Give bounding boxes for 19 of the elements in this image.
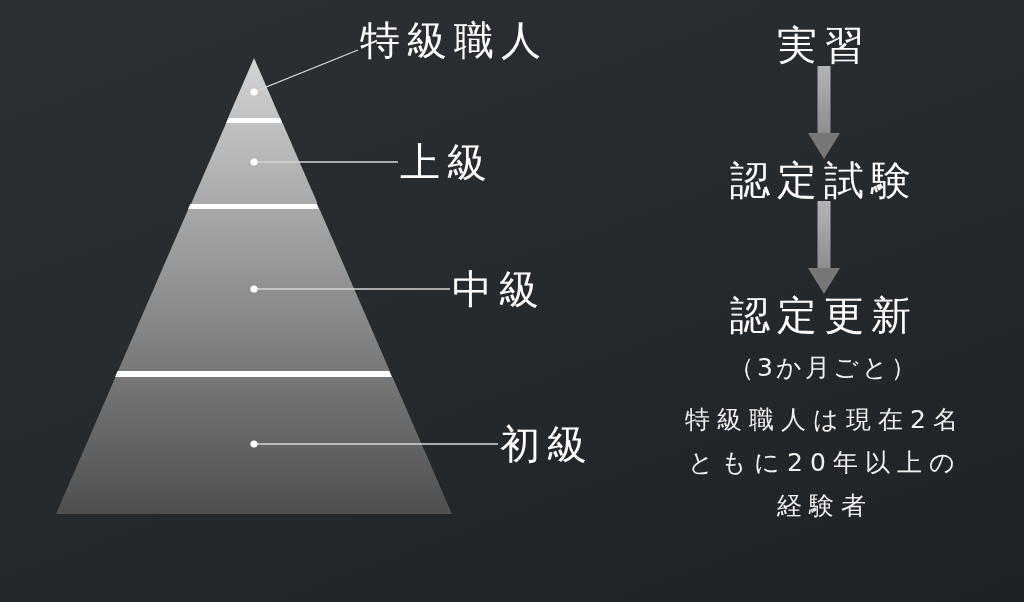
arrow: [808, 66, 840, 159]
interval-note: （3か月ごと）: [729, 352, 919, 384]
arrow: [808, 201, 840, 294]
step-label: 実習: [777, 24, 871, 66]
leader-line: [250, 440, 499, 448]
pyramid-tier: [56, 377, 452, 514]
step-label: 認定更新: [729, 294, 918, 336]
tier-label: 初級: [500, 423, 594, 465]
tier-label: 中級: [452, 268, 546, 310]
note-text: 特級職人は現在2名ともに20年以上の経験者: [684, 404, 966, 522]
pyramid-tier: [118, 209, 390, 371]
pyramid-tier: [227, 58, 281, 118]
tier-label: 上級: [400, 141, 494, 183]
pyramid-tier: [190, 123, 318, 204]
tier-label: 特級職人: [360, 19, 548, 61]
leader-line: [250, 49, 359, 96]
leader-line: [250, 285, 451, 293]
step-label: 認定試験: [730, 159, 918, 201]
leader-line: [250, 158, 399, 166]
